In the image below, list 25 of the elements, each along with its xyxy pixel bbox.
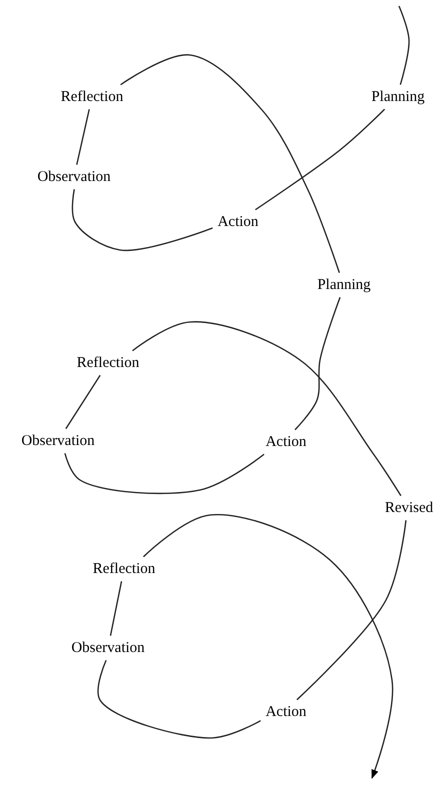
stage-label: Action bbox=[266, 434, 306, 450]
stage-label: Action bbox=[266, 704, 306, 720]
spiral-line bbox=[110, 581, 122, 636]
spiral-line bbox=[72, 189, 213, 252]
spiral-line bbox=[398, 6, 410, 85]
spiral-line bbox=[76, 109, 90, 165]
stage-label: Observation bbox=[71, 640, 145, 656]
spiral-line bbox=[294, 297, 341, 430]
stage-label: Reflection bbox=[92, 560, 156, 578]
stage-label: Reflection bbox=[76, 354, 140, 372]
stage-label: Revised bbox=[384, 500, 434, 516]
stage-label: Observation bbox=[37, 168, 111, 186]
spiral-line bbox=[120, 54, 340, 273]
spiral-line bbox=[255, 108, 386, 210]
stage-label: Planning bbox=[317, 276, 371, 294]
stage-label: Action bbox=[218, 214, 258, 230]
arrow bbox=[143, 514, 394, 779]
spiral-line bbox=[65, 374, 101, 430]
stage-label: Observation bbox=[21, 432, 95, 450]
stage-label: Reflection bbox=[60, 88, 124, 106]
stage-label: Planning bbox=[371, 88, 425, 106]
spiral-line bbox=[132, 321, 402, 496]
spiral-line bbox=[296, 520, 407, 700]
spiral-line bbox=[97, 660, 261, 739]
spiral-line bbox=[64, 453, 264, 494]
